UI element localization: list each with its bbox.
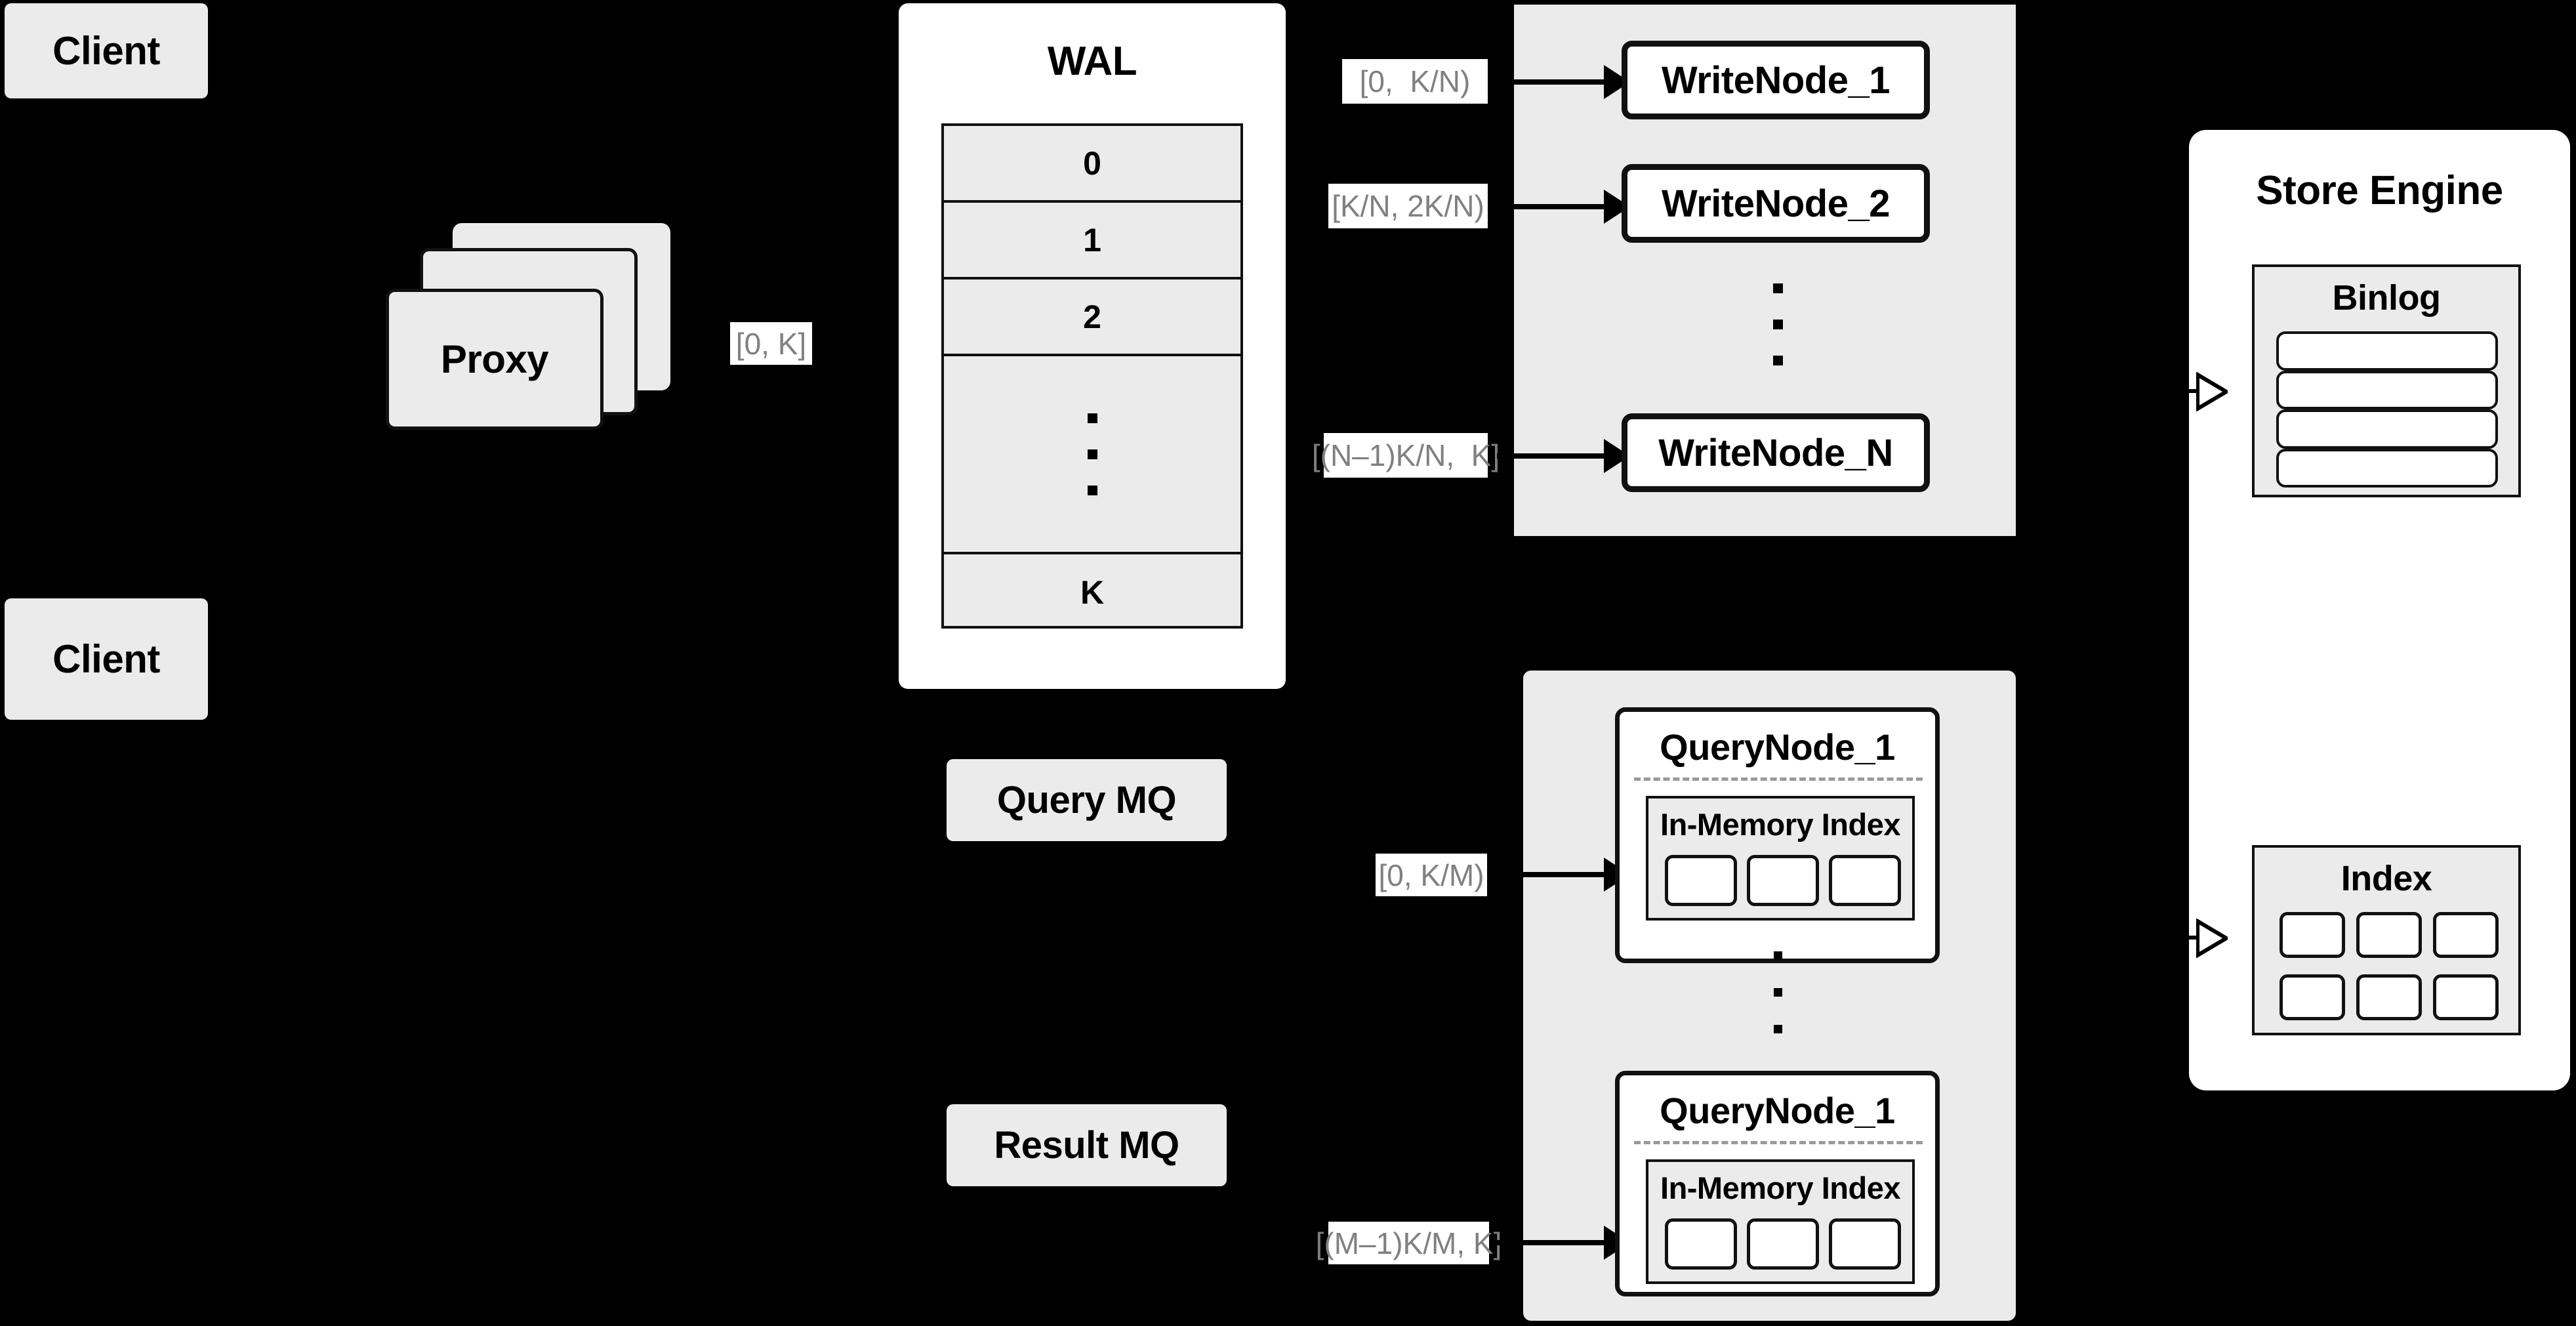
query-node-1-title-wrap: QueryNode_1 (1620, 724, 1935, 770)
write-group-ellipsis (1771, 283, 1784, 365)
query-node-m-index-panel: In-Memory Index (1646, 1159, 1915, 1284)
wal-row-1[interactable]: 1 (944, 203, 1240, 280)
range-label-write-2-text: [K/N, 2K/N) (1332, 189, 1484, 223)
query-node-1-chip-row (1665, 855, 1901, 906)
query-mq-label: Query MQ (996, 779, 1177, 821)
range-label-write-n: [(N–1)K/N, K] (1312, 433, 1500, 478)
query-node-m-chip-3[interactable] (1829, 1218, 1901, 1270)
arrow-line-write-n (1497, 453, 1612, 459)
query-node-1[interactable]: QueryNode_1 In-Memory Index (1615, 707, 1940, 963)
write-node-2[interactable]: WriteNode_2 (1622, 164, 1930, 243)
wal-row-0[interactable]: 0 (944, 126, 1240, 203)
range-label-write-n-text: [(N–1)K/N, K] (1311, 438, 1500, 472)
index-chip-5[interactable] (2356, 974, 2422, 1020)
index-chip-2[interactable] (2356, 912, 2422, 958)
range-label-proxy-to-wal-text: [0, K] (735, 326, 807, 361)
index-chip-grid (2280, 912, 2499, 1020)
store-engine-title-wrap: Store Engine (2189, 164, 2570, 217)
query-node-1-chip-1[interactable] (1665, 855, 1737, 906)
write-node-1-label: WriteNode_1 (1662, 58, 1890, 102)
binlog-bar-4[interactable] (2276, 448, 2498, 487)
index-chip-1[interactable] (2280, 912, 2345, 958)
wal-row-k[interactable]: K (944, 554, 1240, 630)
store-engine-title: Store Engine (2256, 167, 2503, 213)
wal-row-2[interactable]: 2 (944, 280, 1240, 356)
query-node-1-divider (1634, 777, 1923, 781)
client-label-1: Client (52, 29, 160, 73)
wal-ellipsis-dots (1087, 413, 1097, 495)
write-node-1[interactable]: WriteNode_1 (1622, 41, 1930, 119)
store-engine-panel: Store Engine Binlog Index (2189, 130, 2570, 1090)
wal-row-1-label: 1 (1083, 221, 1101, 259)
query-node-1-label: QueryNode_1 (1660, 726, 1895, 768)
query-node-m-chip-2[interactable] (1747, 1218, 1819, 1270)
wal-row-k-label: K (1080, 573, 1105, 611)
query-node-m-label: QueryNode_1 (1660, 1089, 1895, 1131)
binlog-title-wrap: Binlog (2255, 275, 2518, 321)
query-node-m-chip-1[interactable] (1665, 1218, 1737, 1270)
binlog-bar-1[interactable] (2276, 331, 2498, 371)
binlog-bar-3[interactable] (2276, 409, 2498, 449)
wal-title: WAL (1047, 38, 1137, 84)
binlog-bar-stack (2276, 331, 2498, 487)
range-label-query-m: [(M–1)K/M, K] (1316, 1222, 1502, 1264)
write-node-2-label: WriteNode_2 (1662, 182, 1890, 225)
index-panel: Index (2252, 845, 2521, 1035)
query-node-m-index-title-wrap: In-Memory Index (1648, 1169, 1912, 1207)
query-mq-box[interactable]: Query MQ (947, 759, 1227, 841)
binlog-title: Binlog (2332, 278, 2441, 318)
arrow-head-index-open (2196, 919, 2228, 958)
index-chip-6[interactable] (2433, 974, 2499, 1020)
wal-panel: WAL 0 1 2 K (899, 3, 1286, 689)
range-label-write-1: [0, K/N) (1342, 59, 1488, 104)
index-chip-4[interactable] (2280, 974, 2345, 1020)
arrow-line-query-1 (1497, 872, 1612, 877)
range-label-query-m-text: [(M–1)K/M, K] (1315, 1226, 1502, 1260)
range-label-proxy-to-wal: [0, K] (730, 322, 812, 365)
write-node-n[interactable]: WriteNode_N (1622, 413, 1930, 492)
query-node-1-index-title-wrap: In-Memory Index (1648, 805, 1912, 843)
wal-table: 0 1 2 K (941, 123, 1243, 629)
query-group-ellipsis (1771, 951, 1784, 1033)
range-label-write-2: [K/N, 2K/N) (1328, 184, 1488, 228)
query-node-1-chip-3[interactable] (1829, 855, 1901, 906)
range-label-write-1-text: [0, K/N) (1359, 64, 1471, 98)
query-node-m-divider (1634, 1141, 1923, 1144)
query-node-m-chip-row (1665, 1218, 1901, 1270)
binlog-panel: Binlog (2252, 264, 2521, 497)
wal-title-wrap: WAL (899, 35, 1286, 87)
query-node-1-index-panel: In-Memory Index (1646, 796, 1915, 921)
arrow-line-query-m (1497, 1240, 1612, 1245)
query-node-m[interactable]: QueryNode_1 In-Memory Index (1615, 1071, 1940, 1296)
range-label-query-1: [0, K/M) (1376, 854, 1487, 896)
index-title: Index (2341, 859, 2432, 898)
query-node-m-title-wrap: QueryNode_1 (1620, 1087, 1935, 1133)
proxy-label: Proxy (440, 337, 549, 381)
arrow-line-write-1 (1497, 79, 1612, 85)
result-mq-box[interactable]: Result MQ (947, 1104, 1227, 1186)
arrow-head-binlog-open (2196, 372, 2228, 411)
query-node-1-chip-2[interactable] (1747, 855, 1819, 906)
arrow-line-binlog (2169, 389, 2205, 393)
query-node-m-index-title: In-Memory Index (1660, 1170, 1900, 1205)
wal-row-0-label: 0 (1083, 144, 1101, 182)
write-node-n-label: WriteNode_N (1658, 431, 1893, 474)
proxy-card-front[interactable]: Proxy (386, 289, 603, 430)
index-title-wrap: Index (2255, 856, 2518, 901)
arrow-line-index (2169, 936, 2205, 940)
arrow-line-write-2 (1497, 204, 1612, 209)
range-label-query-1-text: [0, K/M) (1378, 858, 1484, 892)
index-chip-3[interactable] (2433, 912, 2499, 958)
client-label-2: Client (52, 637, 160, 681)
wal-row-2-label: 2 (1083, 298, 1101, 335)
wal-row-ellipsis (944, 356, 1240, 554)
result-mq-label: Result MQ (994, 1124, 1179, 1167)
client-box-2[interactable]: Client (5, 598, 208, 720)
query-node-1-index-title: In-Memory Index (1660, 806, 1900, 842)
binlog-bar-2[interactable] (2276, 370, 2498, 409)
client-box-1[interactable]: Client (5, 3, 208, 98)
